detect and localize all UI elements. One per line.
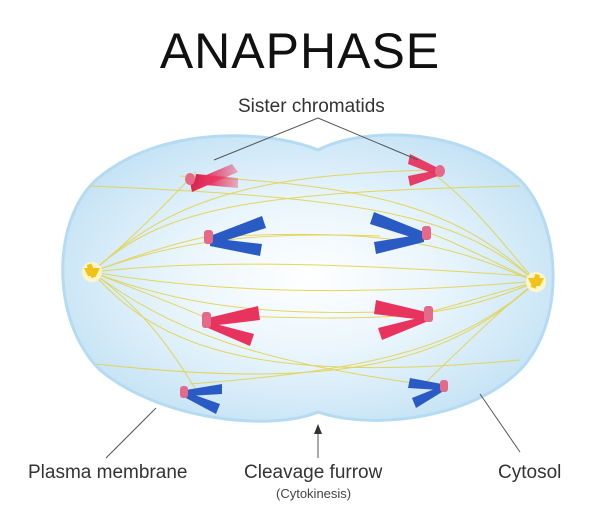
chromatid-blue-bottom-left (180, 384, 222, 414)
chromatid-blue-upper-left (204, 216, 266, 256)
leader-lines (105, 117, 521, 459)
chromatid-red-top-left (185, 164, 238, 192)
centrosome-right (526, 272, 546, 292)
chromatid-red-lower-left (202, 306, 260, 346)
diagram-title: ANAPHASE (159, 23, 441, 79)
cleavage-furrow-arrow (314, 424, 322, 434)
label-sister-chromatids: Sister chromatids (238, 96, 385, 117)
centrosome-left (82, 262, 102, 282)
label-plasma-membrane: Plasma membrane (28, 462, 188, 483)
label-cleavage-furrow: Cleavage furrow (244, 462, 383, 483)
chromatid-blue-bottom-right (408, 378, 448, 408)
label-cytosol: Cytosol (498, 462, 562, 483)
chromatid-blue-upper-right (370, 212, 431, 254)
chromatid-red-lower-right (374, 300, 433, 340)
label-cytokinesis: (Cytokinesis) (276, 486, 352, 501)
cell-membrane (61, 133, 555, 423)
